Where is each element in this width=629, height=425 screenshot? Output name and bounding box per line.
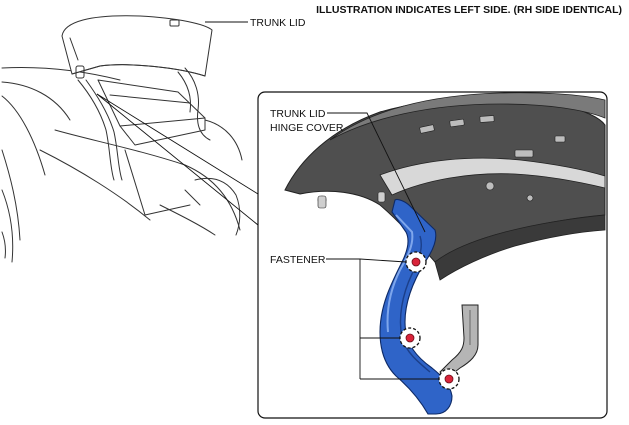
hinge-cover-highlight [386,214,414,333]
detail-callout-lines [96,93,259,226]
fastener-upper [405,251,427,273]
hinge-cover-leader-line [327,112,426,233]
trunk-lid-panel-details [317,115,566,205]
vehicle-overview-illustration [1,15,243,263]
fastener-middle [399,327,421,349]
hinge-cover-label-line2: HINGE COVER [270,122,344,134]
fastener-leader-lines [326,258,439,380]
panel-studs [317,191,386,209]
fastener-label: FASTENER [270,254,326,266]
trunk-lid-hinge-cover [379,198,453,415]
header-note: ILLUSTRATION INDICATES LEFT SIDE. (RH SI… [316,4,622,16]
detail-view: TRUNK LID HINGE COVER FASTENER [270,92,606,415]
trunk-lid-label: TRUNK LID [250,17,306,29]
fastener-lower [438,368,460,390]
hinge-cover-label-line1: TRUNK LID [270,108,326,120]
trunk-lid-lower-edge [434,214,606,281]
trunk-lid-outer-rim [329,92,606,141]
trunk-lid-inner-frame [379,157,606,196]
